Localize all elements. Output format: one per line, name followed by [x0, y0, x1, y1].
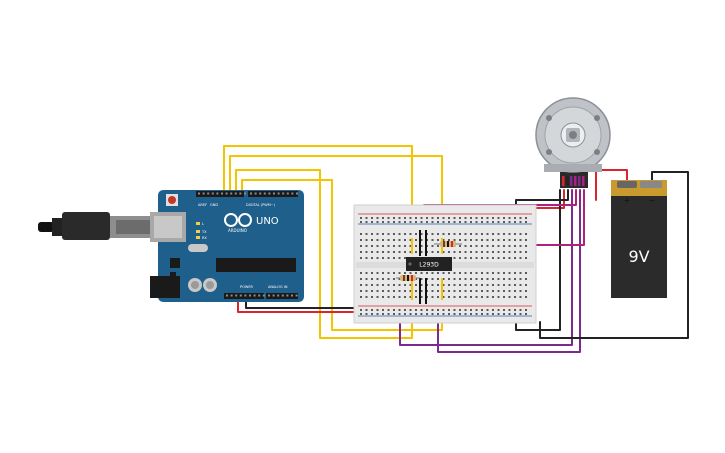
battery-voltage-label: 9V — [628, 247, 649, 266]
dc-jack — [150, 276, 180, 298]
gnd-label: GND — [210, 203, 218, 207]
dc-motor-with-encoder[interactable] — [535, 97, 611, 188]
led-l — [196, 222, 200, 225]
battery-terminal-positive[interactable] — [617, 181, 637, 188]
led-rx — [196, 236, 200, 239]
board-model-label: UNO — [256, 216, 279, 227]
battery-minus-label: − — [649, 196, 656, 205]
svg-text:L: L — [202, 222, 204, 226]
board-brand-label: ARDUINO — [228, 228, 247, 233]
wire-yellow-2[interactable] — [229, 155, 443, 239]
crystal — [188, 244, 208, 252]
digital-header-left — [196, 191, 244, 197]
breadboard-holes — [360, 217, 527, 315]
battery-9v[interactable]: + − 9V — [611, 180, 667, 298]
breadboard-jumpers — [411, 230, 443, 304]
wire-black-battery[interactable] — [539, 171, 689, 339]
arduino-logo-icon — [224, 213, 252, 227]
power-header-label: POWER — [240, 285, 254, 289]
wire-yellow-4[interactable] — [241, 179, 443, 331]
atmega-chip — [216, 258, 296, 272]
digital-header-label: DIGITAL (PWM~) — [246, 203, 276, 207]
wire-red-battery[interactable] — [595, 169, 628, 201]
resistor-2[interactable] — [396, 275, 420, 281]
usb-cable[interactable] — [38, 212, 158, 240]
battery-terminal-negative[interactable] — [640, 181, 662, 188]
wire-yellow-3[interactable] — [235, 169, 413, 339]
arduino-header-pins — [198, 192, 298, 297]
analog-header-label: ANALOG IN — [268, 285, 288, 289]
battery-body — [611, 196, 667, 298]
arduino-uno-board[interactable]: UNO ARDUINO DIGITAL (PWM~) AREF GND L TX… — [150, 190, 304, 302]
svg-text:TX: TX — [201, 230, 207, 234]
breadboard[interactable] — [353, 204, 537, 324]
l293d-driver-chip[interactable]: L293D — [406, 257, 452, 271]
driver-chip-label: L293D — [419, 262, 439, 269]
led-tx — [196, 230, 200, 233]
aref-label: AREF — [198, 203, 207, 207]
battery-plus-label: + — [624, 196, 631, 205]
resistor-1[interactable] — [434, 241, 462, 247]
svg-text:RX: RX — [202, 236, 207, 240]
power-header — [224, 293, 264, 299]
wire-yellow-1[interactable] — [223, 145, 413, 239]
